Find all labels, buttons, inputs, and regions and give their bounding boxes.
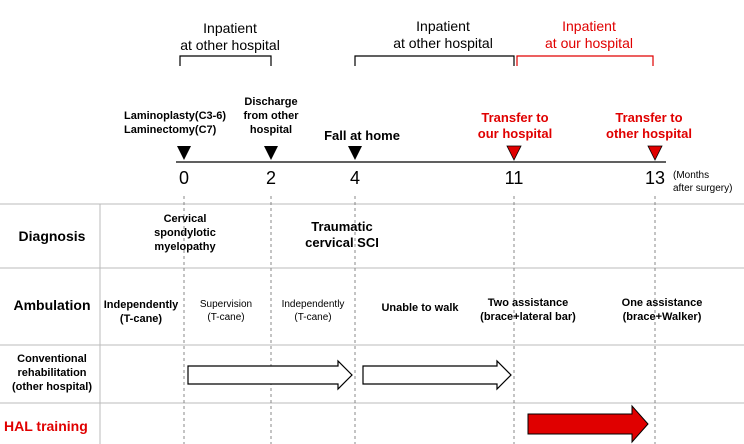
event-marker-red bbox=[647, 145, 663, 161]
month-label: 13 bbox=[644, 168, 666, 188]
ambulation-item: Two assistance(brace+lateral bar) bbox=[480, 297, 576, 323]
ambulation-item: Independently(T-cane) bbox=[103, 299, 179, 325]
stay-bracket bbox=[354, 55, 515, 66]
event-marker bbox=[177, 146, 191, 160]
event-marker bbox=[348, 146, 362, 160]
conventional-arrow bbox=[187, 359, 353, 391]
ambulation-item: Independently(T-cane) bbox=[281, 299, 345, 323]
conventional-arrow bbox=[362, 359, 512, 391]
stay-bracket bbox=[179, 55, 272, 66]
month-label: 11 bbox=[504, 168, 524, 188]
hal-arrow bbox=[527, 404, 649, 444]
event-marker-red bbox=[506, 145, 522, 161]
event-marker bbox=[264, 146, 278, 160]
row-title-ambulation: Ambulation bbox=[13, 297, 91, 313]
row-title-diagnosis: Diagnosis bbox=[18, 228, 86, 244]
ambulation-item: One assistance(brace+Walker) bbox=[621, 297, 703, 323]
event-label: Laminoplasty(C3-6)Laminectomy(C7) bbox=[124, 110, 227, 136]
month-label: 2 bbox=[265, 168, 277, 188]
ambulation-item: Unable to walk bbox=[381, 302, 459, 314]
ambulation-item: Supervision(T-cane) bbox=[199, 299, 253, 323]
event-label: Fall at home bbox=[324, 128, 400, 143]
month-label: 0 bbox=[178, 168, 190, 188]
row-title-hal: HAL training bbox=[4, 418, 88, 434]
stay-bracket-red bbox=[516, 55, 654, 66]
month-label: 4 bbox=[349, 168, 361, 188]
